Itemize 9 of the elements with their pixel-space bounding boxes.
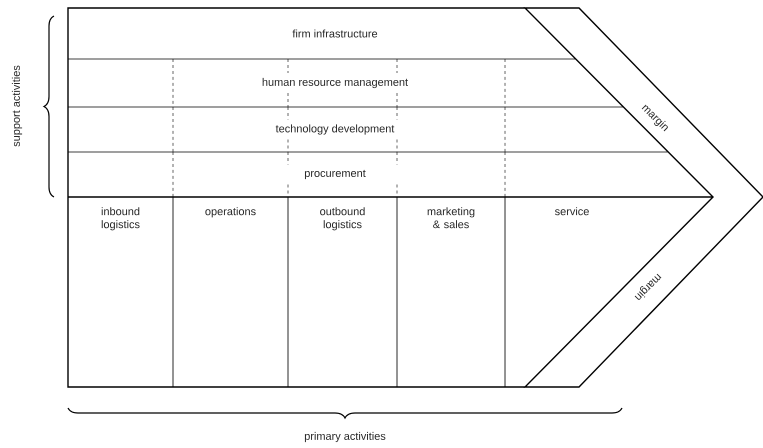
primary-activity-column: outbound logistics <box>288 196 398 388</box>
node-label: firm infrastructure <box>292 29 378 38</box>
primary-activity-column: marketing & sales <box>396 196 506 388</box>
primary-activity-column: operations <box>172 196 288 388</box>
node-label: inbound logistics <box>102 207 140 230</box>
bracket-label: primary activities <box>304 432 386 442</box>
support-activity-row: human resource management <box>68 58 624 108</box>
support-activity-row: procurement <box>68 152 714 198</box>
bracket-label: support activities <box>12 66 22 146</box>
